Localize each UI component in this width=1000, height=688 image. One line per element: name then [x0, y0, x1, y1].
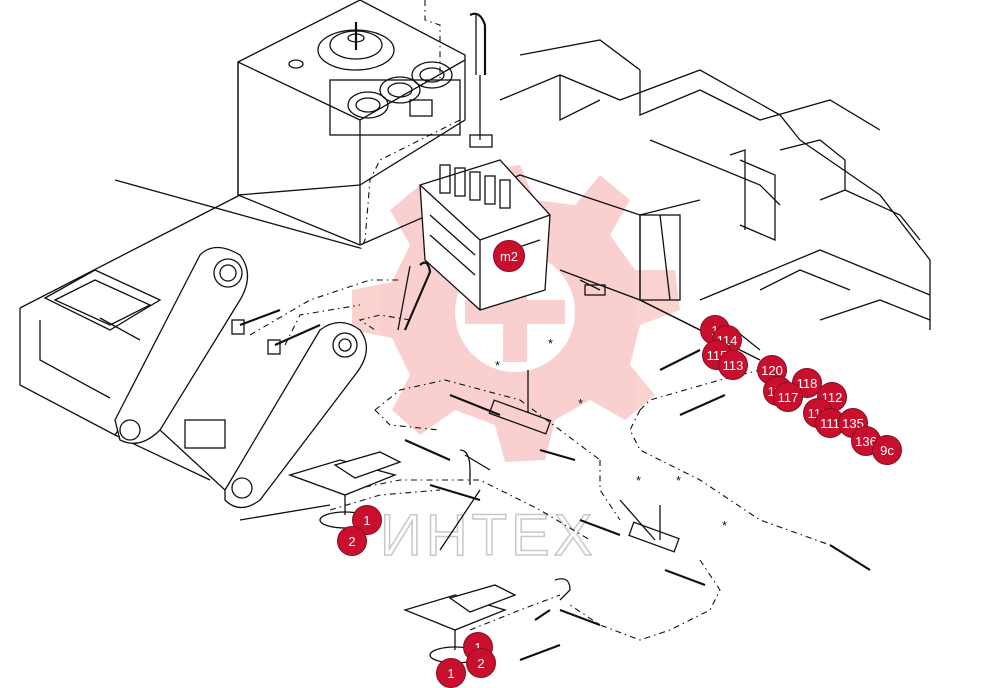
- boom-bracket: [114, 246, 367, 509]
- hydraulic-tank: [237, 0, 466, 246]
- marker-star: *: [636, 473, 641, 488]
- marker-star: *: [676, 473, 681, 488]
- leader-lines: [114, 179, 761, 551]
- foot-pedal-lower: [403, 584, 517, 664]
- marker-star: *: [578, 396, 583, 411]
- watermark-brand-text: ИНТЕХ: [380, 503, 596, 568]
- callout-117[interactable]: 117: [773, 382, 803, 412]
- marker-star: *: [548, 336, 553, 351]
- marker-star: *: [722, 518, 727, 533]
- callout-9c[interactable]: 9c: [872, 435, 902, 465]
- callout-2[interactable]: 2: [337, 526, 367, 556]
- marker-star: *: [495, 358, 500, 373]
- fittings: [231, 308, 871, 662]
- callout-m2[interactable]: m2: [493, 240, 525, 272]
- connection-lines: [249, 0, 831, 641]
- callout-1[interactable]: 1: [436, 658, 466, 688]
- hydraulic-hoses: [397, 12, 493, 331]
- callout-113[interactable]: 113: [718, 350, 748, 380]
- callout-2[interactable]: 2: [466, 648, 496, 678]
